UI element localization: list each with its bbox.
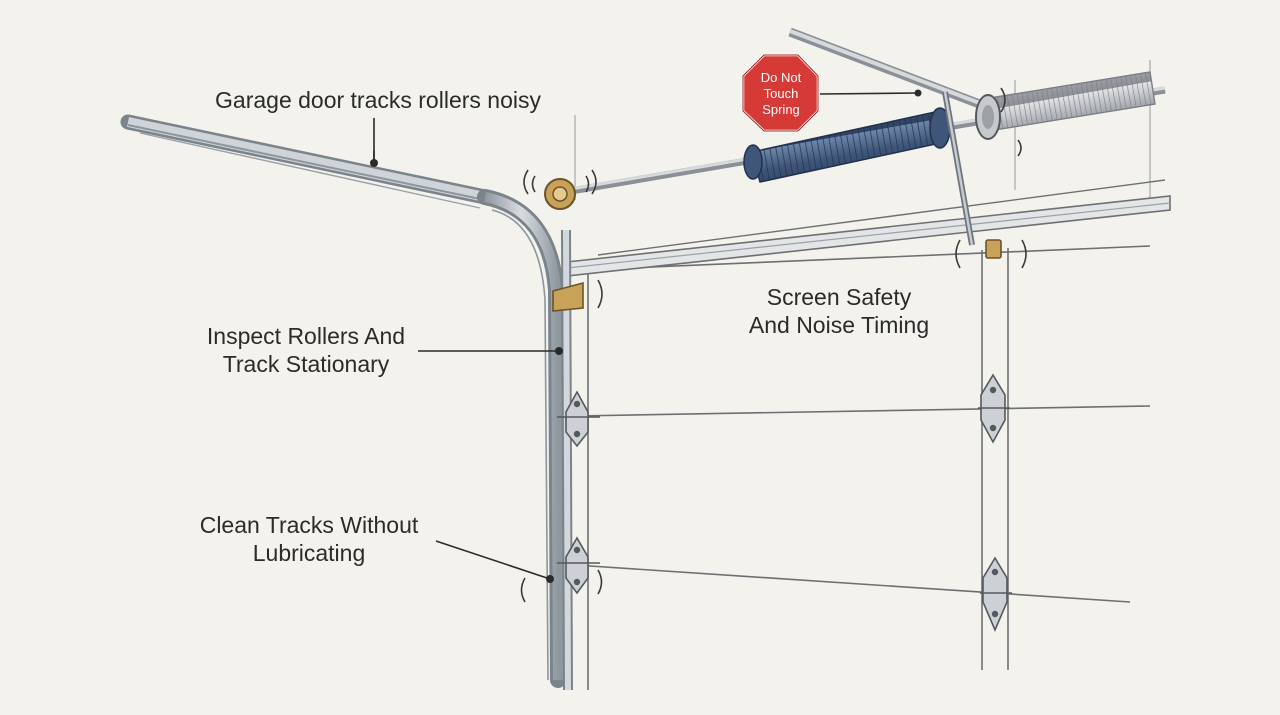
label-line: Track Stationary xyxy=(222,351,390,377)
roller-right xyxy=(955,239,1027,269)
sign-line-2: Touch xyxy=(764,86,799,101)
label-line: And Noise Timing xyxy=(748,312,930,338)
vertical-track xyxy=(370,159,573,691)
label-text: Garage door tracks rollers noisy xyxy=(215,87,541,113)
label-clean-tracks: Clean Tracks Without Lubricating xyxy=(193,511,425,567)
label-tracks-rollers-noisy: Garage door tracks rollers noisy xyxy=(208,86,548,114)
label-inspect-rollers: Inspect Rollers And Track Stationary xyxy=(196,322,416,378)
label-line: Screen Safety xyxy=(766,284,912,310)
stop-sign: Do Not Touch Spring xyxy=(741,53,820,133)
roller-top xyxy=(523,169,597,210)
noise-marks xyxy=(520,87,1022,603)
sign-line-3: Spring xyxy=(762,102,800,117)
label-line: Inspect Rollers And xyxy=(206,323,406,349)
horizontal-track xyxy=(120,114,493,209)
door-panels xyxy=(574,60,1151,690)
label-screen-safety: Screen Safety And Noise Timing xyxy=(740,283,938,339)
leader-lines xyxy=(373,92,919,580)
label-line: Clean Tracks Without xyxy=(199,512,419,538)
hinges xyxy=(557,373,1012,633)
roller-bracket xyxy=(552,279,603,312)
sign-line-1: Do Not xyxy=(761,70,802,85)
top-rail xyxy=(566,179,1171,277)
label-line: Lubricating xyxy=(252,540,366,566)
torsion-assembly xyxy=(564,27,1166,246)
